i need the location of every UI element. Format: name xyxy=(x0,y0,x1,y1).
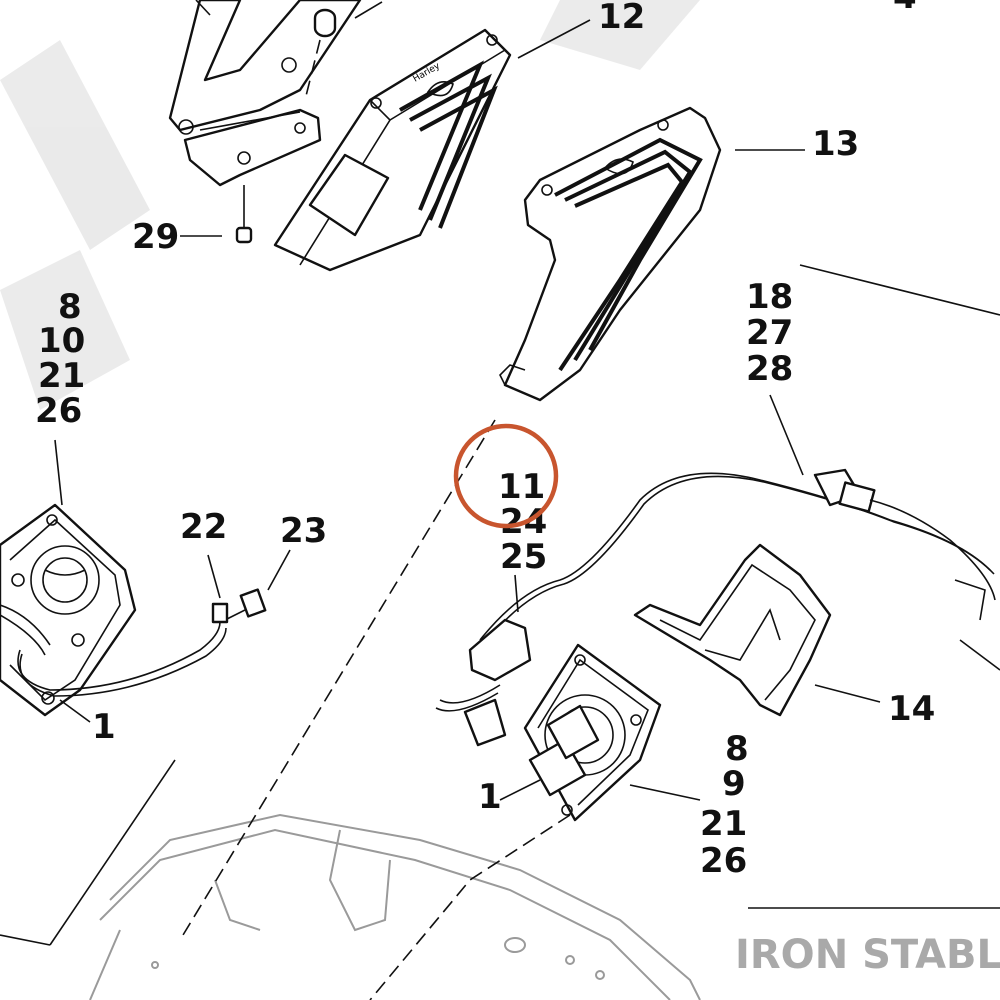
left-harness xyxy=(17,549,291,723)
label-18: 18 xyxy=(746,277,793,317)
mounting-bracket xyxy=(168,0,383,187)
highlight-circle xyxy=(453,423,559,529)
label-26-right: 26 xyxy=(700,841,747,881)
speaker-frame xyxy=(633,543,881,717)
label-28: 28 xyxy=(746,349,793,389)
amplifier-cover xyxy=(499,106,722,402)
label-1-center: 1 xyxy=(478,777,502,817)
center-speaker-plate xyxy=(499,643,701,822)
center-harness xyxy=(435,264,1000,747)
label-23: 23 xyxy=(280,511,327,551)
label-13: 13 xyxy=(812,124,859,164)
label-25: 25 xyxy=(500,537,547,577)
label-26-top-left: 26 xyxy=(35,391,82,431)
label-10-top-left: 10 xyxy=(38,321,85,361)
label-21-right: 21 xyxy=(700,804,747,844)
label-4: 4 xyxy=(893,0,917,17)
background-watermark-shapes xyxy=(0,0,700,410)
screw-29 xyxy=(180,185,253,244)
left-speaker-plate xyxy=(0,439,137,717)
label-27: 27 xyxy=(746,313,793,353)
label-1-left: 1 xyxy=(92,707,116,747)
label-29: 29 xyxy=(132,217,179,257)
leader-12 xyxy=(517,19,591,59)
label-12: 12 xyxy=(598,0,645,37)
amplifier-module: Harley xyxy=(273,28,512,272)
label-8-right: 8 xyxy=(725,729,749,769)
watermark-text: IRON STABLE xyxy=(735,932,1000,978)
label-14: 14 xyxy=(888,689,935,729)
alignment-lines xyxy=(0,419,1000,1000)
label-11: 11 xyxy=(498,467,545,507)
label-8-top-left: 8 xyxy=(58,287,82,327)
label-21-top-left: 21 xyxy=(38,356,85,396)
label-22: 22 xyxy=(180,507,227,547)
saddlebag-outline xyxy=(89,813,701,1000)
label-9-right: 9 xyxy=(722,764,746,804)
